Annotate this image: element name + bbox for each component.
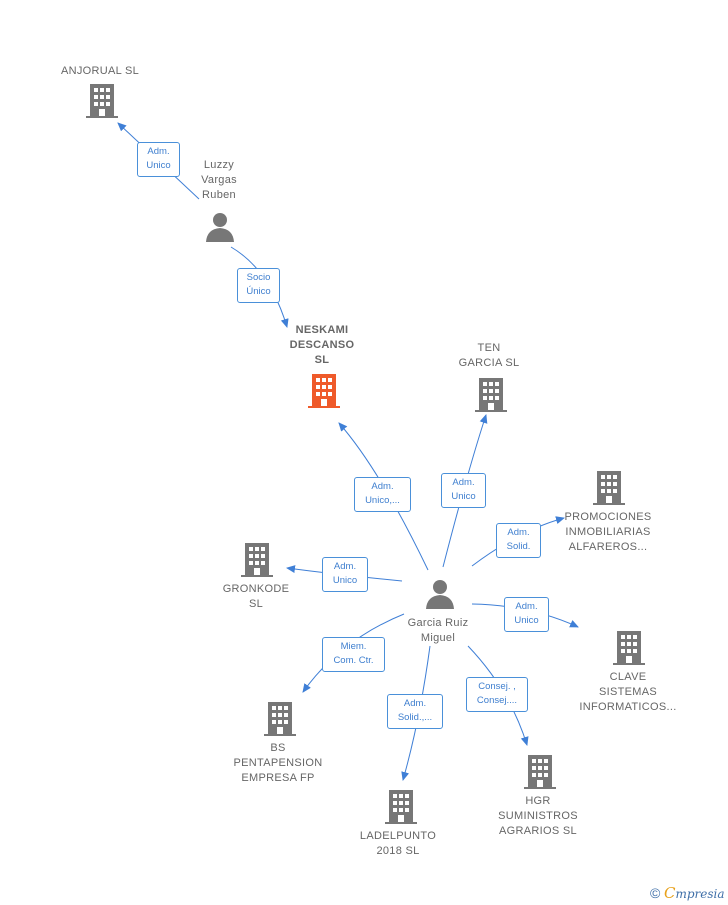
building-icon[interactable] — [475, 378, 507, 412]
brand-name: mpresia — [675, 887, 725, 901]
relation-label-luzzy-neskami[interactable]: Socio Único — [237, 268, 280, 303]
relation-label-garcia-hgr[interactable]: Consej. , Consej.... — [466, 677, 528, 712]
building-icon[interactable] — [593, 471, 625, 505]
node-label-ladelpunto: LADELPUNTO 2018 SL — [359, 830, 437, 857]
building-icon[interactable] — [86, 84, 118, 118]
person-icon[interactable] — [205, 212, 235, 242]
relation-label-garcia-ten[interactable]: Adm. Unico — [441, 473, 486, 508]
relation-label-garcia-clave[interactable]: Adm. Unico — [504, 597, 549, 632]
building-icon[interactable] — [308, 374, 340, 408]
building-icon[interactable] — [264, 702, 296, 736]
copyright-symbol: © — [650, 885, 661, 901]
brand-logo[interactable]: © Cmpresia — [650, 884, 725, 902]
node-label-hgr: HGR SUMINISTROS AGRARIOS SL — [498, 795, 578, 837]
building-icon[interactable] — [241, 543, 273, 577]
node-label-bs: BS PENTAPENSION EMPRESA FP — [233, 742, 323, 784]
building-icon[interactable] — [524, 755, 556, 789]
node-label-ten: TEN GARCIA SL — [458, 342, 520, 369]
building-icon[interactable] — [385, 790, 417, 824]
node-label-neskami: NESKAMI DESCANSO SL — [289, 324, 355, 366]
relation-label-garcia-promociones[interactable]: Adm. Solid. — [496, 523, 541, 558]
person-icon[interactable] — [425, 579, 455, 609]
relation-label-garcia-ladelpunto[interactable]: Adm. Solid.,... — [387, 694, 443, 729]
node-label-garcia: Garcia Ruiz Miguel — [407, 617, 469, 644]
node-label-anjorual: ANJORUAL SL — [60, 65, 140, 77]
relation-label-garcia-neskami[interactable]: Adm. Unico,... — [354, 477, 411, 512]
node-label-promociones: PROMOCIONES INMOBILIARIAS ALFAREROS... — [564, 511, 652, 553]
node-label-gronkode: GRONKODE SL — [222, 583, 290, 610]
building-icon[interactable] — [613, 631, 645, 665]
relation-label-garcia-gronkode[interactable]: Adm. Unico — [322, 557, 368, 592]
brand-initial: C — [663, 884, 676, 902]
relation-label-luzzy-anjorual[interactable]: Adm. Unico — [137, 142, 180, 177]
node-label-luzzy: Luzzy Vargas Ruben — [201, 159, 237, 201]
node-label-clave: CLAVE SISTEMAS INFORMATICOS... — [579, 671, 677, 713]
relation-label-garcia-bs[interactable]: Miem. Com. Ctr. — [322, 637, 385, 672]
